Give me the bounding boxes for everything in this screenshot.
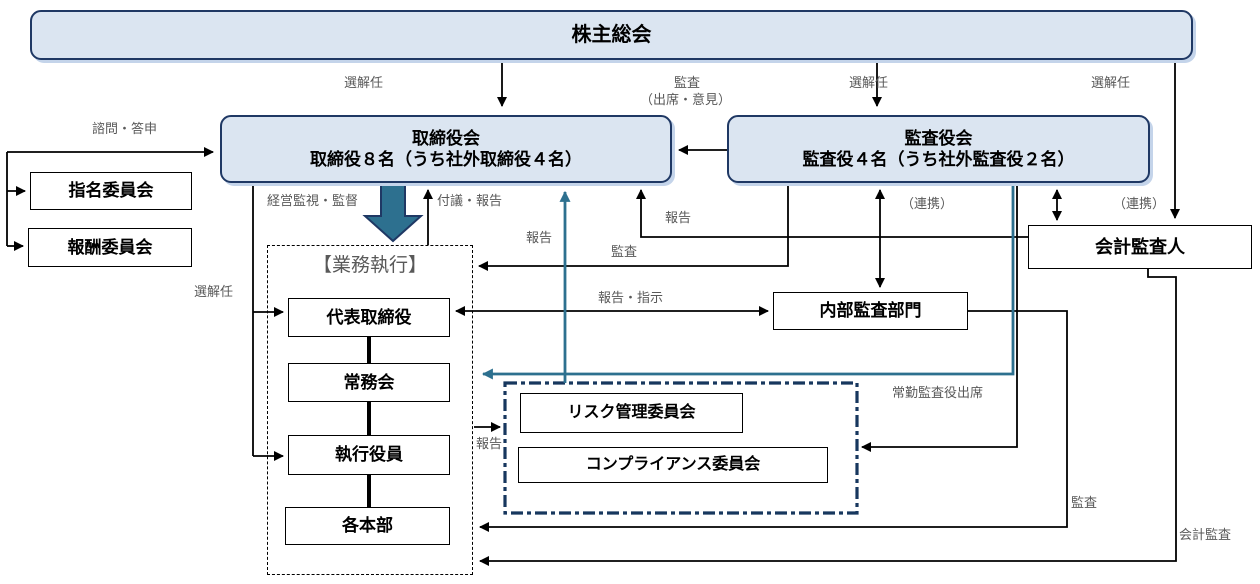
representative-director-box: 代表取締役 bbox=[288, 298, 450, 337]
audit-board-box: 監査役会 監査役４名（うち社外監査役２名） bbox=[727, 115, 1150, 183]
compliance-committee-box: コンプライアンス委員会 bbox=[518, 447, 828, 483]
risk-management-committee-label: リスク管理委員会 bbox=[567, 404, 696, 421]
label-submission-report: 付議・報告 bbox=[437, 193, 503, 208]
shareholders-meeting-box: 株主総会 bbox=[30, 10, 1193, 60]
accounting-auditor-label: 会計監査人 bbox=[1095, 236, 1185, 257]
label-appointment-dismissal-board: 選解任 bbox=[344, 75, 384, 90]
business-execution-caption: 【業務執行】 bbox=[312, 255, 427, 276]
divisions-box: 各本部 bbox=[285, 507, 450, 545]
risk-management-committee-box: リスク管理委員会 bbox=[520, 393, 743, 433]
nomination-committee-box: 指名委員会 bbox=[30, 172, 192, 210]
label-appointment-dismissal-exec: 選解任 bbox=[194, 284, 234, 299]
label-report-to-board-from-committees: 報告 bbox=[526, 230, 553, 245]
audit-board-title: 監査役会 bbox=[904, 128, 973, 148]
label-appointment-dismissal-auditor: 選解任 bbox=[1091, 75, 1131, 90]
label-fulltime-auditor-attendance: 常勤監査役出席 bbox=[892, 385, 984, 400]
label-cooperation-internal: （連携） bbox=[901, 196, 954, 211]
nomination-committee-label: 指名委員会 bbox=[68, 181, 154, 201]
label-audit-attendance-1: 監査 bbox=[674, 75, 701, 90]
label-report-to-board-from-auditor: 報告 bbox=[665, 210, 692, 225]
internal-audit-dept-box: 内部監査部門 bbox=[773, 292, 968, 330]
divisions-label: 各本部 bbox=[342, 516, 393, 536]
label-management-monitoring: 経営監視・監督 bbox=[267, 193, 359, 208]
label-internal-audit: 監査 bbox=[1071, 495, 1098, 510]
arrow-internal-audit-audits-execution bbox=[479, 310, 1068, 532]
arrow-audit-board-audits-execution bbox=[478, 186, 789, 271]
label-cooperation-auditor: （連携） bbox=[1113, 196, 1166, 211]
board-of-directors-box: 取締役会 取締役８名（うち社外取締役４名） bbox=[220, 115, 672, 183]
compensation-committee-label: 報酬委員会 bbox=[67, 237, 153, 257]
board-of-directors-composition: 取締役８名（うち社外取締役４名） bbox=[310, 150, 582, 169]
management-committee-label: 常務会 bbox=[343, 372, 395, 392]
block-arrow-management-supervision bbox=[362, 184, 424, 243]
arrow-fulltime-auditor-attendance bbox=[481, 186, 1015, 380]
business-execution-frame bbox=[267, 245, 473, 575]
label-audit-of-execution: 監査 bbox=[611, 244, 638, 259]
accounting-auditor-box: 会計監査人 bbox=[1028, 225, 1252, 269]
representative-director-label: 代表取締役 bbox=[326, 307, 412, 327]
label-report-instruction: 報告・指示 bbox=[598, 290, 664, 305]
label-accounting-audit: 会計監査 bbox=[1179, 527, 1232, 542]
label-consultation-report: 諮問・答申 bbox=[92, 121, 158, 136]
arrow-accounting-audit-of-execution bbox=[479, 269, 1177, 566]
arrow-audit-board-to-committees bbox=[861, 186, 1018, 452]
compensation-committee-box: 報酬委員会 bbox=[28, 228, 192, 267]
arrow-auditor-report-to-board bbox=[636, 189, 1028, 238]
label-audit-attendance-2: （出席・意見） bbox=[640, 92, 732, 107]
audit-board-composition: 監査役４名（うち社外監査役２名） bbox=[802, 150, 1075, 169]
compliance-committee-label: コンプライアンス委員会 bbox=[585, 456, 761, 473]
management-committee-box: 常務会 bbox=[288, 363, 450, 402]
board-of-directors-title: 取締役会 bbox=[412, 128, 480, 148]
internal-audit-dept-label: 内部監査部門 bbox=[819, 301, 922, 321]
executive-officers-box: 執行役員 bbox=[288, 435, 450, 475]
label-report-to-committees: 報告 bbox=[476, 436, 503, 451]
label-appointment-dismissal-audit-board: 選解任 bbox=[849, 75, 889, 90]
shareholders-meeting-label: 株主総会 bbox=[571, 23, 652, 46]
executive-officers-label: 執行役員 bbox=[335, 445, 403, 465]
